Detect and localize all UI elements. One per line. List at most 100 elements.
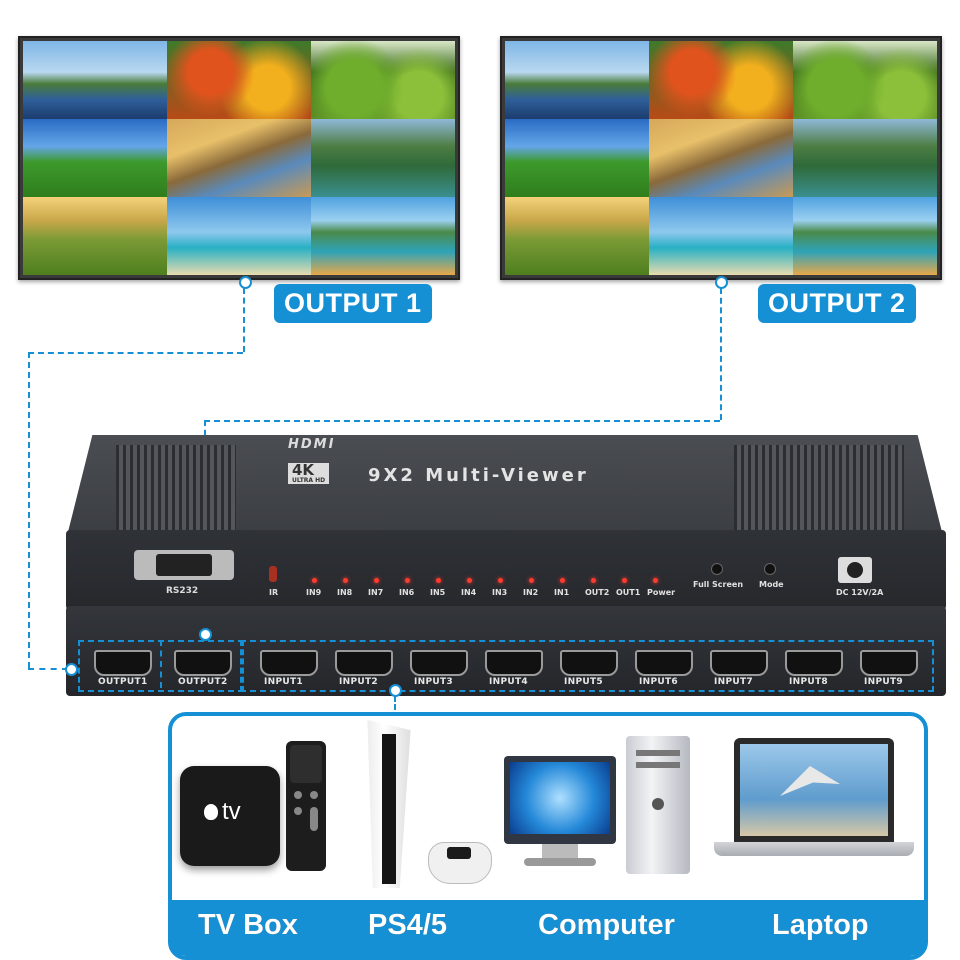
tile-autumn-forest [167, 41, 311, 119]
hdmi-port-input4[interactable] [485, 650, 543, 676]
computer-tower [626, 736, 690, 874]
tile-river-valley [311, 119, 455, 197]
led-out2 [591, 578, 596, 583]
led-label-in6: IN6 [399, 588, 415, 597]
led-out1 [622, 578, 627, 583]
multiview-grid-1 [23, 41, 455, 275]
led-in5 [436, 578, 441, 583]
hdmi-port-input8[interactable] [785, 650, 843, 676]
tile-mountain-lake [167, 119, 311, 197]
hdmi-port-input7[interactable] [710, 650, 768, 676]
device-top-panel: HDMI 4K ULTRA HD 9X2 Multi-Viewer [66, 435, 944, 540]
led-label-in5: IN5 [430, 588, 446, 597]
output1-label: OUTPUT 1 [274, 284, 432, 323]
laptop-label: Laptop [772, 909, 869, 941]
apple-logo-icon [204, 804, 218, 820]
port-label-input5: INPUT5 [564, 677, 603, 687]
port-label-input8: INPUT8 [789, 677, 828, 687]
port-label-input9: INPUT9 [864, 677, 903, 687]
port-label-output1: OUTPUT1 [98, 677, 148, 687]
output2-monitor [500, 36, 942, 280]
input-ports-group [240, 640, 934, 692]
full-screen-label: Full Screen [693, 580, 744, 589]
mode-label: Mode [759, 580, 784, 589]
ir-sensor [269, 566, 277, 582]
hdmi-port-input9[interactable] [860, 650, 918, 676]
ps5-core [382, 734, 396, 884]
input-line-down [394, 696, 396, 718]
tile-lake-mountain [23, 41, 167, 119]
output1-line-drop [28, 352, 30, 668]
led-in4 [467, 578, 472, 583]
led-in1 [560, 578, 565, 583]
led-label-in2: IN2 [523, 588, 539, 597]
hdmi-port-output1[interactable] [94, 650, 152, 676]
led-in3 [498, 578, 503, 583]
computer-screen [510, 762, 610, 834]
led-power [653, 578, 658, 583]
dc-label: DC 12V/2A [836, 588, 884, 597]
led-label-in1: IN1 [554, 588, 570, 597]
computer-base [524, 858, 596, 866]
tile-green-hills [793, 41, 937, 119]
tile-palm-beach [649, 197, 793, 275]
hdmi-port-input5[interactable] [560, 650, 618, 676]
apple-tv-remote [286, 741, 326, 871]
hdmi-port-output2[interactable] [174, 650, 232, 676]
tv-box-label: TV Box [198, 909, 298, 941]
output1-port-dot [65, 663, 78, 676]
tile-green-hills [311, 41, 455, 119]
model-name: 9X2 Multi-Viewer [368, 465, 589, 486]
rs232-port[interactable] [134, 550, 234, 580]
output1-monitor [18, 36, 460, 280]
controller-touchpad [447, 847, 471, 859]
mode-button[interactable] [764, 563, 776, 575]
remote-button-icon [294, 791, 302, 799]
port-label-input1: INPUT1 [264, 677, 303, 687]
dc-power-jack [838, 557, 872, 583]
output1-line-in [28, 668, 68, 670]
remote-touchpad [290, 745, 322, 783]
power-icon [652, 798, 664, 810]
port-label-input4: INPUT4 [489, 677, 528, 687]
output1-line-left [28, 352, 243, 354]
computer-label: Computer [538, 909, 675, 941]
rs232-socket [156, 554, 212, 576]
led-label-in4: IN4 [461, 588, 477, 597]
computer-stand [542, 844, 578, 860]
port-label-input2: INPUT2 [339, 677, 378, 687]
apple-tv-box: tv [180, 766, 280, 866]
led-label-in8: IN8 [337, 588, 353, 597]
output2-line-left [204, 420, 720, 422]
tile-mountain-lake [649, 119, 793, 197]
port-label-input7: INPUT7 [714, 677, 753, 687]
hdmi-port-input1[interactable] [260, 650, 318, 676]
tile-meadow [505, 119, 649, 197]
bird-image [780, 766, 840, 796]
led-label-out2: OUT2 [585, 588, 610, 597]
hdmi-port-input3[interactable] [410, 650, 468, 676]
led-in6 [405, 578, 410, 583]
laptop [734, 738, 894, 842]
output2-label: OUTPUT 2 [758, 284, 916, 323]
full-screen-button[interactable] [711, 563, 723, 575]
ir-label: IR [269, 588, 279, 597]
ps5-controller [428, 842, 492, 884]
dc-socket [847, 562, 863, 578]
badge-4k-sub: ULTRA HD [292, 477, 326, 484]
port-label-output2: OUTPUT2 [178, 677, 228, 687]
hdmi-port-input6[interactable] [635, 650, 693, 676]
ps5-console [362, 720, 422, 888]
laptop-base [714, 842, 914, 856]
badge-4k: 4K ULTRA HD [288, 461, 330, 484]
tile-rice-field [505, 197, 649, 275]
port-label-input3: INPUT3 [414, 677, 453, 687]
drive-bay [636, 762, 680, 768]
hdmi-port-input2[interactable] [335, 650, 393, 676]
ps-label: PS4/5 [368, 909, 447, 941]
remote-button-icon [294, 807, 302, 815]
badge-4k-text: 4K [292, 461, 315, 479]
vent-right [734, 445, 904, 530]
output-ports-divider [160, 640, 162, 688]
